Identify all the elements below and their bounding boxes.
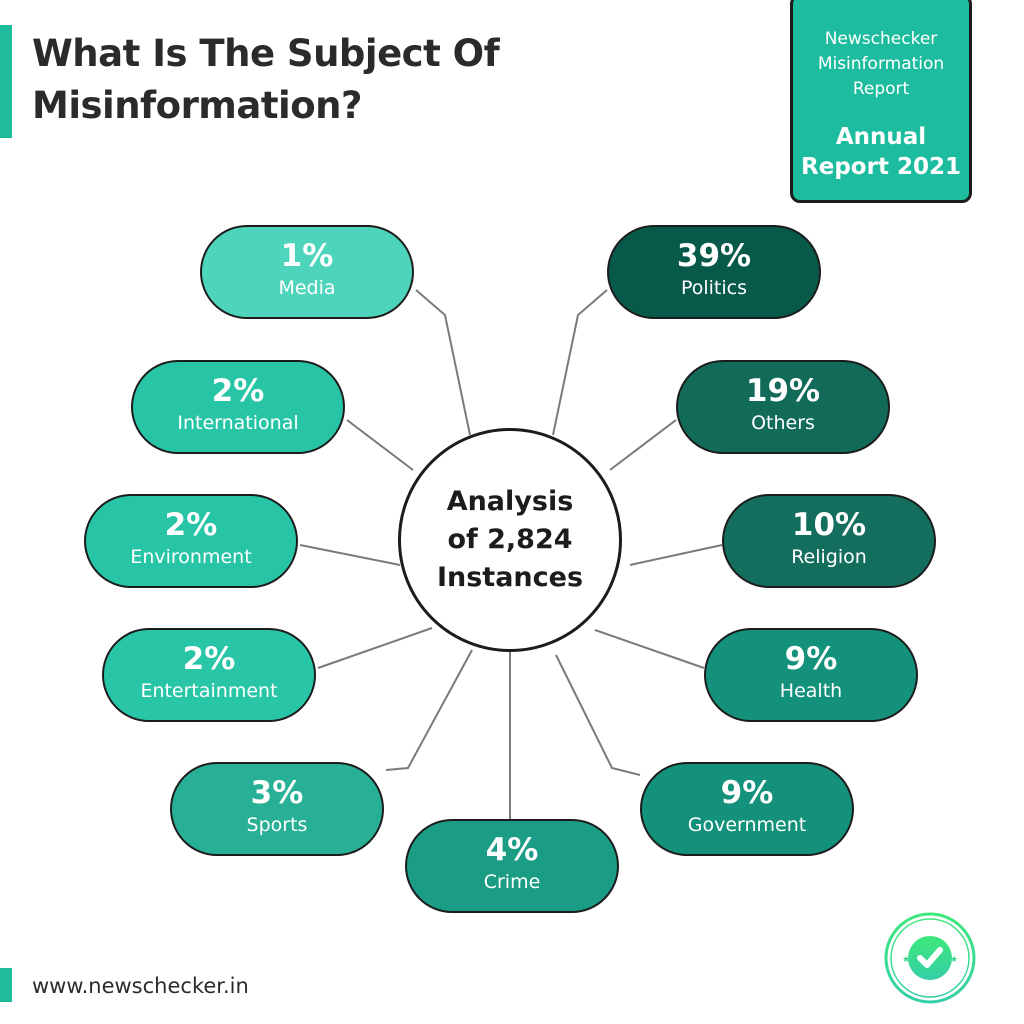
connector-government: [555, 654, 641, 776]
category-label: Environment: [130, 546, 252, 568]
category-pill-religion: 10% Religion: [722, 494, 936, 588]
category-label: Health: [779, 680, 843, 702]
center-circle: Analysis of 2,824 Instances: [398, 428, 622, 652]
page-title: What Is The Subject Of Misinformation?: [32, 28, 500, 132]
center-line-3: Instances: [436, 562, 584, 593]
badge-main-2: Report 2021: [801, 154, 961, 180]
category-percent: 39%: [676, 238, 752, 274]
category-pill-entertainment: 2% Entertainment: [102, 628, 316, 722]
category-pill-international: 2% International: [131, 360, 345, 454]
category-label: International: [177, 412, 299, 434]
category-label: Government: [687, 814, 807, 836]
category-percent: 10%: [791, 507, 867, 543]
category-label: Sports: [246, 814, 308, 836]
category-percent: 2%: [182, 641, 236, 677]
fact-checked-seal-icon: ★ ★: [884, 912, 976, 1004]
category-label: Others: [751, 412, 815, 434]
badge-sub-1: Newschecker: [824, 29, 938, 49]
svg-text:★: ★: [902, 955, 910, 965]
category-percent: 2%: [211, 373, 265, 409]
footer-accent-bar: [0, 968, 12, 1002]
svg-text:★: ★: [950, 955, 958, 965]
category-pill-health: 9% Health: [704, 628, 918, 722]
category-label: Entertainment: [140, 680, 278, 702]
category-percent: 4%: [485, 832, 539, 868]
category-label: Crime: [483, 871, 541, 893]
category-percent: 19%: [745, 373, 821, 409]
connector-religion: [629, 544, 723, 566]
badge-sub-3: Report: [852, 79, 910, 99]
category-pill-politics: 39% Politics: [607, 225, 821, 319]
title-line-2: Misinformation?: [32, 84, 362, 127]
category-pill-environment: 2% Environment: [84, 494, 298, 588]
category-label: Politics: [680, 277, 748, 299]
connector-sports: [385, 649, 473, 771]
category-percent: 2%: [164, 507, 218, 543]
center-line-2: of 2,824: [447, 524, 573, 555]
category-pill-sports: 3% Sports: [170, 762, 384, 856]
category-percent: 9%: [720, 775, 774, 811]
title-line-1: What Is The Subject Of: [32, 32, 500, 75]
category-pill-others: 19% Others: [676, 360, 890, 454]
category-pill-government: 9% Government: [640, 762, 854, 856]
connector-entertainment: [317, 627, 433, 669]
report-badge: Newschecker Misinformation Report Annual…: [790, 0, 972, 203]
category-percent: 3%: [250, 775, 304, 811]
category-percent: 1%: [280, 238, 334, 274]
category-pill-crime: 4% Crime: [405, 819, 619, 913]
title-accent-bar: [0, 25, 12, 138]
category-label: Media: [278, 277, 336, 299]
connector-politics: [552, 289, 608, 436]
connector-others: [609, 419, 677, 471]
category-label: Religion: [791, 546, 867, 568]
category-pill-media: 1% Media: [200, 225, 414, 319]
connector-media: [415, 289, 471, 436]
connector-environment: [299, 544, 401, 566]
footer-url[interactable]: www.newschecker.in: [32, 974, 249, 998]
connector-international: [346, 419, 414, 471]
category-percent: 9%: [784, 641, 838, 677]
center-line-1: Analysis: [446, 486, 574, 517]
connector-health: [594, 629, 705, 669]
badge-sub-2: Misinformation: [817, 54, 945, 74]
badge-main-1: Annual: [835, 124, 927, 150]
